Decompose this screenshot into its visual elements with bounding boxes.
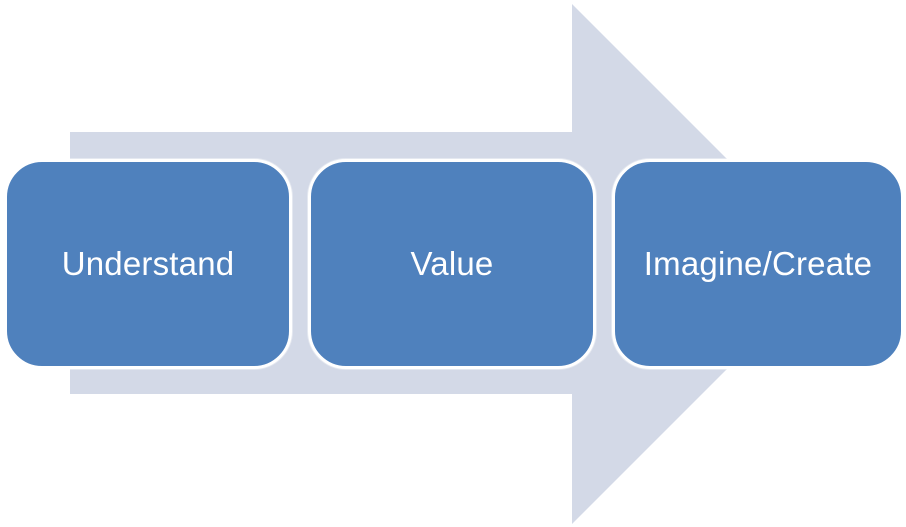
step-box-value: Value: [308, 159, 596, 369]
step-box-understand: Understand: [4, 159, 292, 369]
step-label-value: Value: [410, 245, 494, 282]
step-box-imagine-create: Imagine/Create: [612, 159, 904, 369]
step-label-understand: Understand: [61, 245, 235, 282]
step-label-imagine-create: Imagine/Create: [643, 245, 873, 282]
